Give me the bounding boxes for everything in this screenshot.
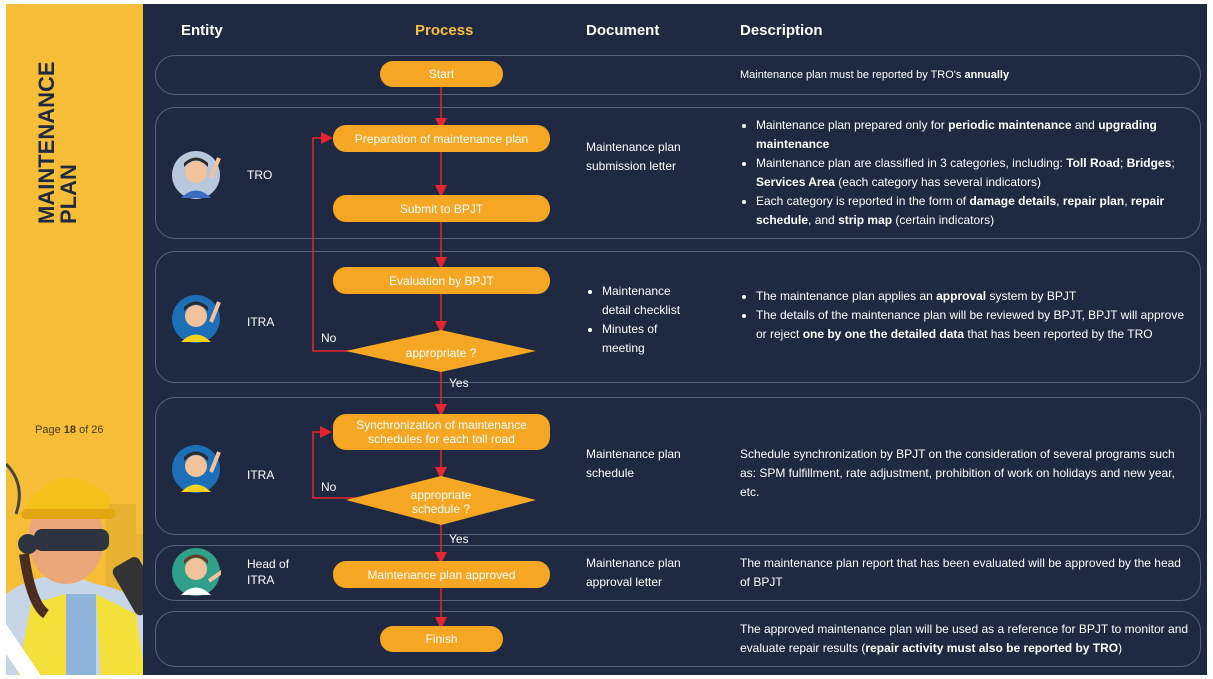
title-line1: MAINTENANCE — [36, 61, 59, 224]
finish-desc-post: ) — [1118, 641, 1123, 655]
yes-label-1: Yes — [449, 376, 469, 390]
process-synchronization: Synchronization of maintenance schedules… — [333, 414, 550, 450]
finish-description: The approved maintenance plan will be us… — [740, 620, 1190, 658]
process-flow-panel: Entity Process Document Description — [143, 4, 1207, 675]
start-node: Start — [380, 61, 503, 87]
entity-itra-evaluation: ITRA — [247, 315, 275, 329]
process-approved: Maintenance plan approved — [333, 561, 550, 588]
tro-avatar-icon — [172, 151, 221, 199]
finish-node: Finish — [380, 626, 503, 652]
document-plan-schedule: Maintenance plan schedule — [586, 447, 681, 480]
entity-tro: TRO — [247, 168, 273, 182]
decision-diamond-schedule — [346, 476, 536, 525]
header-entity: Entity — [181, 22, 223, 39]
decision-schedule-line1: appropriate — [410, 488, 472, 502]
construction-worker-illustration — [6, 462, 143, 675]
document-submission-letter: Maintenance plan submission letter — [586, 140, 681, 173]
decision-schedule-label: appropriate schedule ? — [381, 488, 501, 516]
itra-sync-description: Schedule synchronization by BPJT on the … — [740, 447, 1175, 499]
document-detail-checklist: Maintenance detail checklist — [602, 282, 696, 320]
start-desc-text: Maintenance plan must be reported by TRO… — [740, 69, 965, 81]
head-itra-avatar-icon — [172, 548, 221, 596]
start-desc-bold: annually — [964, 69, 1010, 81]
flow-connectors — [312, 87, 536, 629]
row-itra-synchronization — [155, 397, 1201, 535]
yes-label-2: Yes — [449, 532, 469, 546]
process-preparation: Preparation of maintenance plan — [333, 125, 550, 152]
decision-schedule-line2: schedule ? — [411, 502, 471, 516]
no-label-1: No — [321, 331, 337, 345]
tro-description: Maintenance plan prepared only for perio… — [740, 116, 1190, 230]
row-start — [155, 55, 1201, 95]
decision-appropriate-label: appropriate ? — [405, 346, 477, 360]
itra-bullet-1: The maintenance plan applies an approval… — [756, 287, 1190, 306]
page-title: MAINTENANCE PLAN — [34, 40, 84, 224]
tro-bullet-2: Maintenance plan are classified in 3 cat… — [756, 154, 1190, 192]
tro-bullet-1: Maintenance plan prepared only for perio… — [756, 116, 1190, 154]
entity-head-itra: Head of ITRA — [247, 557, 290, 587]
document-minutes-meeting: Minutes of meeting — [602, 320, 696, 358]
itra-evaluation-documents: Maintenance detail checklist Minutes of … — [586, 282, 696, 358]
sidebar: MAINTENANCE PLAN Page 18 of 26 — [6, 4, 143, 675]
head-itra-description: The maintenance plan report that has bee… — [740, 556, 1181, 589]
finish-desc-pre: The approved maintenance plan will be us… — [740, 622, 1189, 655]
itra-bullet-2: The details of the maintenance plan will… — [756, 306, 1190, 344]
start-description: Maintenance plan must be reported by TRO… — [740, 66, 1009, 85]
process-evaluation: Evaluation by BPJT — [333, 267, 550, 294]
no-label-2: No — [321, 480, 337, 494]
row-itra-evaluation — [155, 251, 1201, 383]
entity-itra-sync: ITRA — [247, 468, 275, 482]
page-prefix: Page — [35, 424, 61, 436]
itra-avatar-icon — [172, 295, 221, 343]
process-submit: Submit to BPJT — [333, 195, 550, 222]
row-tro — [155, 107, 1201, 239]
finish-desc-bold: repair activity must also be reported by… — [865, 641, 1119, 655]
page-total: of 26 — [79, 424, 104, 436]
title-line2: PLAN — [56, 164, 81, 224]
itra-sync-avatar-icon — [172, 445, 221, 493]
document-approval-letter: Maintenance plan approval letter — [586, 556, 681, 589]
itra-evaluation-description: The maintenance plan applies an approval… — [740, 287, 1190, 344]
page-current: 18 — [63, 424, 77, 436]
header-process: Process — [415, 22, 474, 39]
header-document: Document — [586, 22, 660, 39]
page-indicator: Page 18 of 26 — [35, 424, 104, 436]
row-finish — [155, 611, 1201, 667]
decision-diamond-appropriate — [346, 330, 536, 372]
row-head-itra — [155, 545, 1201, 601]
header-description: Description — [740, 22, 823, 39]
tro-bullet-3: Each category is reported in the form of… — [756, 192, 1190, 230]
